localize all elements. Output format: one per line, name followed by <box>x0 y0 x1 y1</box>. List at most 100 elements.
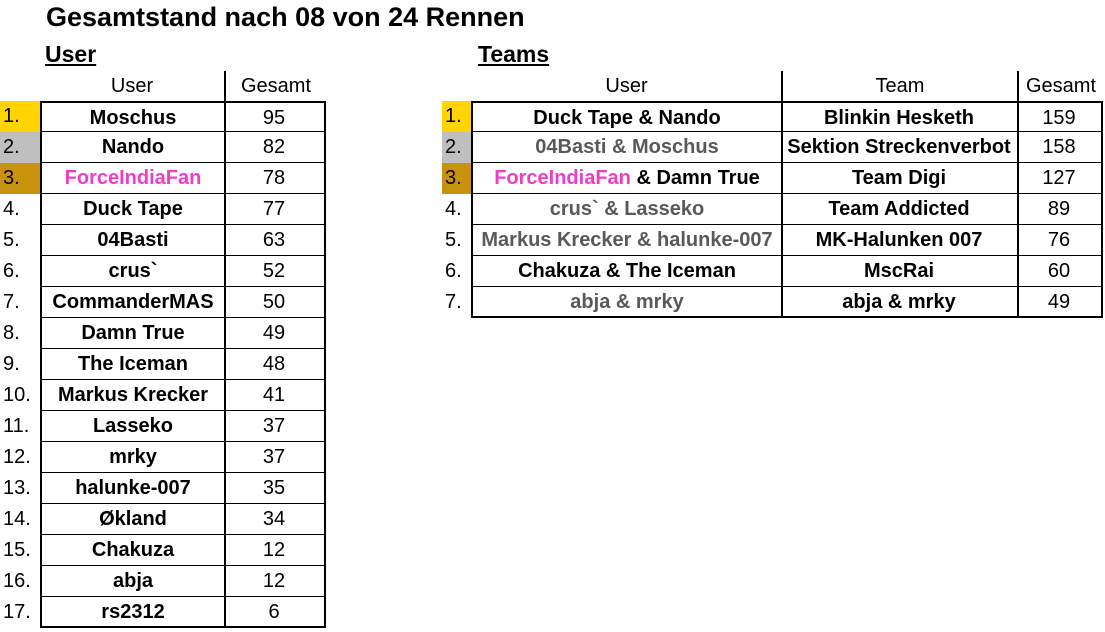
user-name-cell: Moschus <box>40 101 226 132</box>
user-name-cell: ForceIndiaFan <box>40 163 226 194</box>
rank-cell: 6. <box>445 260 462 282</box>
user-column-header: User <box>40 71 226 101</box>
user-name-cell: 04Basti <box>40 225 226 256</box>
user-name-cell: Økland <box>40 504 226 535</box>
team-users-cell: abja & mrky <box>471 287 783 318</box>
rank-cell: 2. <box>0 132 40 163</box>
rank-cell: 2. <box>442 132 472 163</box>
user-name-cell: The Iceman <box>40 349 226 380</box>
rank-cell: 7. <box>3 291 20 313</box>
user-name-cell: Markus Krecker <box>40 380 226 411</box>
team-user-text: ForceIndiaFan <box>494 167 631 189</box>
team-total-cell: 159 <box>1017 101 1103 132</box>
team-total-column-header: Gesamt <box>1025 75 1097 97</box>
user-total-cell: 95 <box>224 101 326 132</box>
user-name-cell: Damn True <box>40 318 226 349</box>
user-total-cell: 12 <box>224 535 326 566</box>
rank-cell: 8. <box>3 322 20 344</box>
team-total-cell: 60 <box>1017 256 1103 287</box>
rank-cell: 10. <box>3 384 31 406</box>
user-total-cell: 37 <box>224 411 326 442</box>
user-name-cell: abja <box>40 566 226 597</box>
user-total-cell: 50 <box>224 287 326 318</box>
user-total-cell: 6 <box>224 597 326 628</box>
rank-cell: 9. <box>3 353 20 375</box>
team-name-cell: Sektion Streckenverbot <box>781 132 1019 163</box>
rank-cell: 4. <box>445 198 462 220</box>
team-total-cell: 49 <box>1017 287 1103 318</box>
user-total-cell: 34 <box>224 504 326 535</box>
user-total-cell: 12 <box>224 566 326 597</box>
user-total-cell: 63 <box>224 225 326 256</box>
rank-cell: 11. <box>3 415 30 437</box>
team-total-cell: 76 <box>1017 225 1103 256</box>
user-total-cell: 48 <box>224 349 326 380</box>
team-users-cell: ForceIndiaFan & Damn True <box>471 163 783 194</box>
team-name-cell: Team Addicted <box>781 194 1019 225</box>
rank-cell: 6. <box>3 260 20 282</box>
team-users-cell: crus` & Lasseko <box>471 194 783 225</box>
rank-cell: 1. <box>442 101 472 132</box>
team-users-cell: 04Basti & Moschus <box>471 132 783 163</box>
team-name-cell: MscRai <box>781 256 1019 287</box>
team-user-column-header: User <box>472 71 783 101</box>
team-name-cell: abja & mrky <box>781 287 1019 318</box>
user-name-cell: Chakuza <box>40 535 226 566</box>
rank-cell: 12. <box>3 446 31 468</box>
user-section-heading: User <box>45 41 97 67</box>
team-name-cell: Team Digi <box>781 163 1019 194</box>
rank-cell: 1. <box>0 101 40 132</box>
team-user-text: Duck Tape & Nando <box>533 107 721 129</box>
team-total-cell: 127 <box>1017 163 1103 194</box>
team-row: 2. 04Basti & Moschus Sektion Streckenverbo… <box>0 132 1105 163</box>
rank-cell: 17. <box>3 601 31 623</box>
team-user-text: & Damn True <box>630 167 760 189</box>
user-total-cell: 41 <box>224 380 326 411</box>
user-name-cell: Nando <box>40 132 226 163</box>
team-total-cell: 89 <box>1017 194 1103 225</box>
rank-cell: 4. <box>3 198 20 220</box>
rank-cell: 7. <box>445 291 462 313</box>
team-name-cell: MK-Halunken 007 <box>781 225 1019 256</box>
rank-cell: 15. <box>3 539 31 561</box>
rank-cell: 5. <box>445 229 462 251</box>
user-name-cell: crus` <box>40 256 226 287</box>
user-name-cell: halunke-007 <box>40 473 226 504</box>
team-name-cell: Blinkin Hesketh <box>781 101 1019 132</box>
user-name-cell: Duck Tape <box>40 194 226 225</box>
team-user-text: Markus Krecker & halunke-007 <box>481 229 773 251</box>
rank-cell: 3. <box>442 163 472 194</box>
team-column-header: Team <box>783 71 1019 101</box>
user-name-cell: mrky <box>40 442 226 473</box>
user-name-cell: Lasseko <box>40 411 226 442</box>
team-user-text: 04Basti & Moschus <box>535 136 719 158</box>
user-total-cell: 82 <box>224 132 326 163</box>
team-total-cell: 158 <box>1017 132 1103 163</box>
team-users-cell: Markus Krecker & halunke-007 <box>471 225 783 256</box>
rank-cell: 16. <box>3 570 31 592</box>
total-column-header: Gesamt <box>240 75 312 97</box>
rank-cell: 3. <box>0 163 40 194</box>
user-total-cell: 77 <box>224 194 326 225</box>
